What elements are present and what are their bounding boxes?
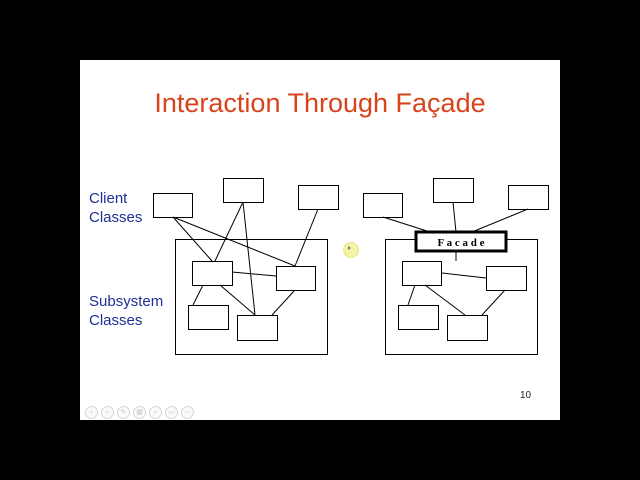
facade-diagram: F a c a d e <box>153 178 549 355</box>
right-link <box>407 284 416 306</box>
slides-icon[interactable]: ▦ <box>133 406 146 419</box>
right-link <box>471 208 529 233</box>
more-icon[interactable]: ⋯ <box>181 406 194 419</box>
right-subsystem-class-2 <box>486 266 527 291</box>
prev-icon[interactable]: ‹ <box>85 406 98 419</box>
left-client-class-3 <box>298 185 339 210</box>
slideshow-controls: ‹ › ✎ ▦ ⌕ ▭ ⋯ <box>85 406 194 419</box>
right-link <box>441 272 487 279</box>
right-link <box>424 284 466 316</box>
left-link <box>172 216 296 267</box>
left-link <box>219 284 256 316</box>
left-subsystem-container <box>175 239 328 355</box>
slide: Interaction Through Façade Client Classe… <box>80 60 560 420</box>
left-subsystem-class-1 <box>192 261 233 286</box>
right-subsystem-class-1 <box>402 261 442 286</box>
zoom-icon[interactable]: ⌕ <box>149 406 162 419</box>
right-link <box>382 216 431 233</box>
pen-icon[interactable]: ✎ <box>117 406 130 419</box>
right-subsystem-container <box>385 239 538 355</box>
right-client-class-2 <box>433 178 474 203</box>
left-subsystem-class-4 <box>237 315 278 341</box>
right-link <box>481 289 506 316</box>
left-link <box>214 201 244 262</box>
left-link <box>231 271 277 277</box>
subsystem-classes-label: Subsystem Classes <box>89 293 164 329</box>
pointer-highlight <box>343 242 359 258</box>
left-link <box>271 289 296 316</box>
facade-box <box>414 230 508 253</box>
left-client-class-2 <box>223 178 264 203</box>
left-link <box>192 284 204 306</box>
right-subsystem-class-4 <box>447 315 488 341</box>
screen-icon[interactable]: ▭ <box>165 406 178 419</box>
left-client-class-1 <box>153 193 193 218</box>
client-classes-label: Client Classes <box>89 190 143 226</box>
next-icon[interactable]: › <box>101 406 114 419</box>
left-link <box>242 201 256 316</box>
pointer-icon <box>348 246 351 250</box>
left-subsystem-class-3 <box>188 305 229 330</box>
facade-label: F a c a d e <box>438 237 485 249</box>
page-number: 10 <box>520 390 532 401</box>
right-client-class-3 <box>508 185 549 210</box>
right-client-class-1 <box>363 193 403 218</box>
right-link <box>452 201 457 233</box>
left-link <box>172 216 213 262</box>
slide-title: Interaction Through Façade <box>154 88 486 118</box>
left-link <box>294 208 319 267</box>
left-subsystem-class-2 <box>276 266 316 291</box>
right-subsystem-class-3 <box>398 305 439 330</box>
